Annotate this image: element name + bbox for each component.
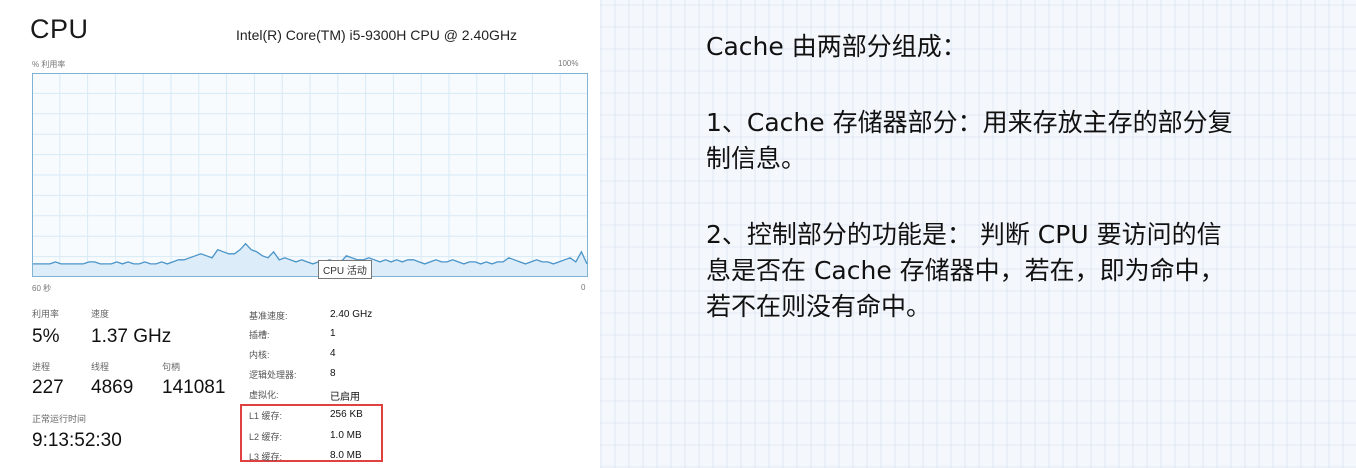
handles-label: 句柄 <box>162 362 181 372</box>
point2-line1: 2、控制部分的功能是： 判断 CPU 要访问的信 <box>706 220 1222 249</box>
graph-y-max-label: 100% <box>558 59 579 68</box>
cpu-model-name: Intel(R) Core(TM) i5-9300H CPU @ 2.40GHz <box>236 27 518 43</box>
threads-value: 4869 <box>91 377 134 398</box>
uptime-label: 正常运行时间 <box>32 414 87 424</box>
sockets-label: 插槽: <box>249 330 270 340</box>
cpu-graph-svg <box>32 73 588 277</box>
graph-time-span-label: 60 秒 <box>32 284 52 293</box>
handles-value: 141081 <box>162 377 226 398</box>
l1-cache-label: L1 缓存: <box>249 411 283 421</box>
cores-value: 4 <box>330 348 336 359</box>
cache-highlight-box <box>240 404 383 462</box>
graph-time-end-label: 0 <box>581 283 586 292</box>
point2-line2: 息是否在 Cache 存储器中，若在，即为命中， <box>706 256 1225 285</box>
sockets-value: 1 <box>330 328 336 339</box>
l3-cache-value: 8.0 MB <box>330 450 362 461</box>
slide-background <box>600 0 1356 468</box>
base-speed-label: 基准速度: <box>249 311 288 321</box>
cpu-title: CPU <box>30 14 89 44</box>
speed-label: 速度 <box>91 309 110 319</box>
l1-cache-value: 256 KB <box>330 409 363 420</box>
cpu-activity-tooltip: CPU 活动 <box>318 260 372 279</box>
utilization-value: 5% <box>32 326 60 347</box>
graph-y-label: % 利用率 <box>32 60 66 69</box>
base-speed-value: 2.40 GHz <box>330 309 373 320</box>
threads-label: 线程 <box>91 362 110 372</box>
virtualization-value: 已启用 <box>330 392 360 403</box>
logical-processors-label: 逻辑处理器: <box>249 370 297 380</box>
virtualization-label: 虚拟化: <box>249 390 279 400</box>
point1-line2: 制信息。 <box>706 144 807 173</box>
point1-line1: 1、Cache 存储器部分：用来存放主存的部分复 <box>706 108 1233 137</box>
speed-value: 1.37 GHz <box>91 326 172 347</box>
utilization-area <box>33 243 587 276</box>
uptime-value: 9:13:52:30 <box>32 430 122 451</box>
task-manager-cpu-panel: CPU Intel(R) Core(TM) i5-9300H CPU @ 2.4… <box>0 0 600 468</box>
processes-value: 227 <box>32 377 64 398</box>
l2-cache-label: L2 缓存: <box>249 432 283 442</box>
logical-processors-value: 8 <box>330 368 336 379</box>
cores-label: 内核: <box>249 350 270 360</box>
point2-line3: 若不在则没有命中。 <box>706 292 932 321</box>
l2-cache-value: 1.0 MB <box>330 430 362 441</box>
l3-cache-label: L3 缓存: <box>249 452 283 462</box>
cpu-utilization-graph[interactable] <box>32 73 588 277</box>
processes-label: 进程 <box>32 362 51 372</box>
utilization-label: 利用率 <box>32 309 60 319</box>
slide-heading: Cache 由两部分组成： <box>706 32 967 61</box>
utilization-line <box>33 242 588 265</box>
